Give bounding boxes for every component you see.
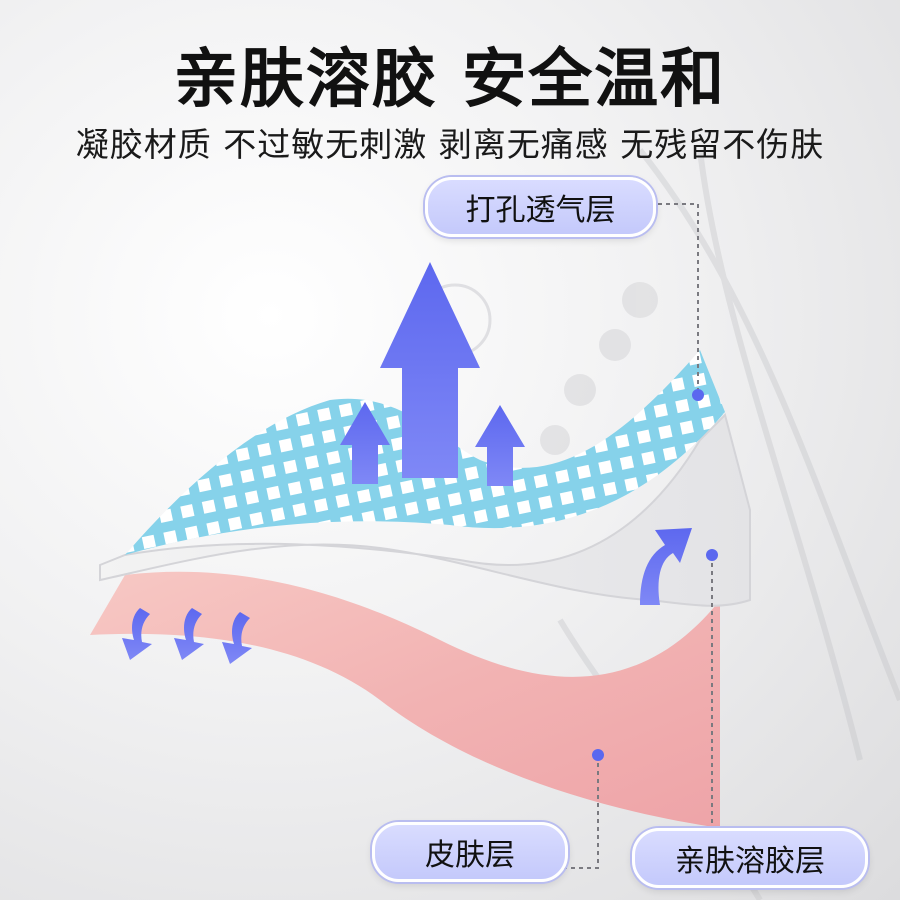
leader-dots xyxy=(592,389,718,761)
page-title: 亲肤溶胶 安全温和 xyxy=(173,43,727,117)
down-arrow-icon xyxy=(174,608,204,660)
down-arrow-icon xyxy=(122,608,152,660)
curved-up-arrow-icon xyxy=(640,528,692,605)
airflow-down-arrows xyxy=(122,608,252,664)
label-skin-friendly-gel-layer: 亲肤溶胶层 xyxy=(632,828,868,888)
gel-layer-shape xyxy=(99,413,751,607)
label-perforated-breathable-layer: 打孔透气层 xyxy=(425,177,656,237)
label-skin-layer: 皮肤层 xyxy=(372,822,568,882)
leader-lines xyxy=(562,203,713,869)
small-up-arrow-icon xyxy=(475,405,525,486)
airflow-up-arrows xyxy=(340,262,525,486)
leader-dot-skin xyxy=(592,749,604,761)
skin-layer-shape xyxy=(90,571,720,828)
page-subtitle: 凝胶材质 不过敏无刺激 剥离无痛感 无残留不伤肤 xyxy=(75,125,825,164)
down-arrow-icon xyxy=(222,612,252,664)
large-up-arrow-icon xyxy=(380,262,480,478)
leader-dot-perforated xyxy=(692,389,704,401)
small-up-arrow-icon xyxy=(340,402,390,484)
leader-dot-gel xyxy=(706,549,718,561)
